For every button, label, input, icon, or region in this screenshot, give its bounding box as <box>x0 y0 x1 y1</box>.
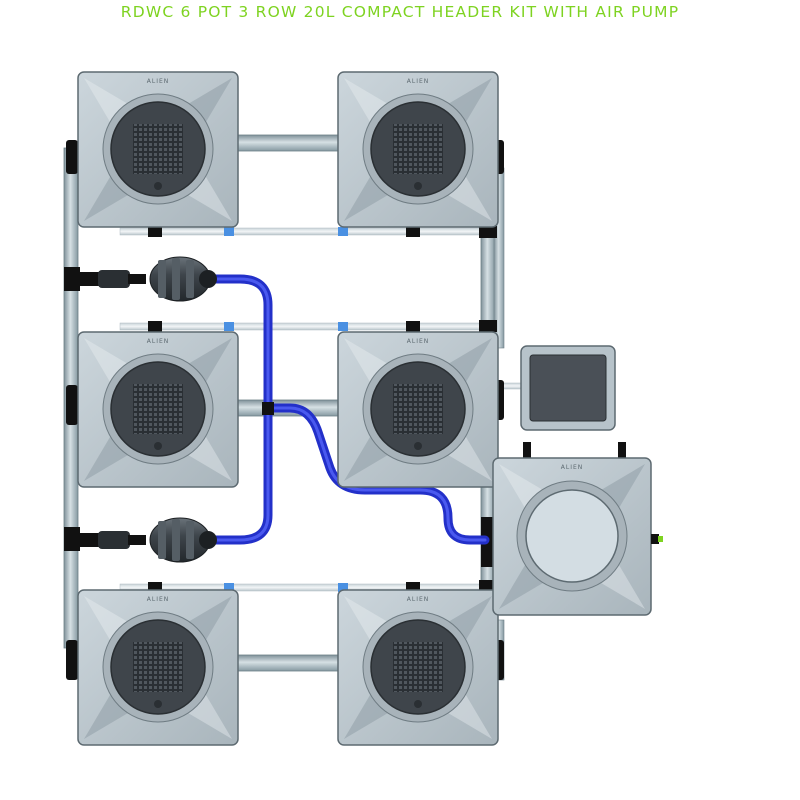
pot-top-right: ALIEN <box>337 71 499 228</box>
pot-bottom-left: ALIEN <box>77 589 239 746</box>
pot-top-left: ALIEN <box>77 71 239 228</box>
water-pump-lower <box>80 517 217 563</box>
air-tube-to-bucket-highlight <box>266 406 487 542</box>
control-bucket: ALIEN <box>492 442 663 616</box>
header-line-middle <box>119 321 491 332</box>
pot-brand-label: ALIEN <box>407 596 430 603</box>
pot-middle-right: ALIEN <box>337 331 499 488</box>
connector-pipe-top <box>231 134 343 152</box>
pot-middle-left: ALIEN <box>77 331 239 488</box>
pot-brand-label: ALIEN <box>561 464 584 471</box>
air-pump <box>520 345 616 431</box>
diagram-title: RDWC 6 POT 3 ROW 20L COMPACT HEADER KIT … <box>120 3 680 21</box>
pot-brand-label: ALIEN <box>147 338 170 345</box>
pot-brand-label: ALIEN <box>407 78 430 85</box>
pot-bottom-right: ALIEN <box>337 589 499 746</box>
tube-junction <box>262 402 274 415</box>
connector-pipe-bottom <box>231 654 343 672</box>
pot-brand-label: ALIEN <box>147 596 170 603</box>
pot-brand-label: ALIEN <box>147 78 170 85</box>
pot-brand-label: ALIEN <box>407 338 430 345</box>
water-pump-upper <box>80 256 217 302</box>
